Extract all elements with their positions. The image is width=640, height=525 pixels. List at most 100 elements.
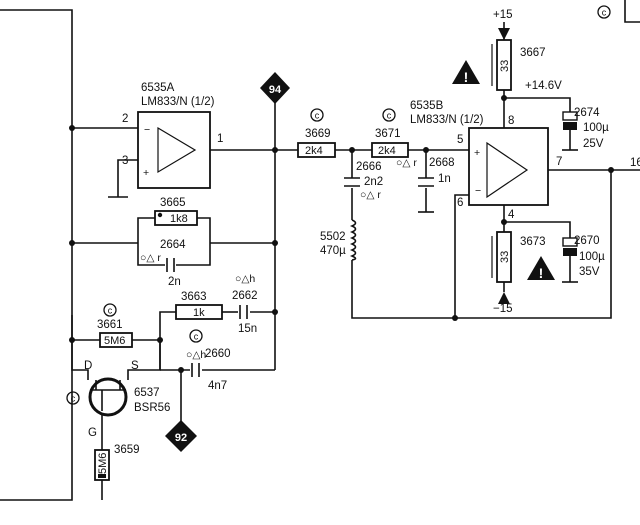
c2666-ref: 2666	[356, 161, 382, 173]
resistor-3661: 5M6 3661	[97, 319, 133, 348]
supply-pos-label: +15	[493, 9, 513, 21]
r3665-ref: 3665	[160, 197, 186, 209]
edge-component-fragment	[624, 0, 640, 23]
circled-c-icon: c	[382, 108, 396, 122]
opamp-b-plus-sign: +	[474, 147, 480, 159]
resistor-3663: 1k 3663	[175, 291, 223, 320]
r3663-ref: 3663	[181, 291, 207, 303]
c2674-ref: 2674	[574, 107, 600, 119]
fet-source-label: S	[131, 360, 139, 372]
svg-text:c: c	[387, 111, 392, 121]
c2660-value: 4n7	[208, 380, 227, 392]
opamp-a-minus-sign: −	[144, 124, 150, 136]
supply-neg-label: −15	[493, 303, 513, 315]
c2662-value: 15n	[238, 323, 257, 335]
capacitor-2666: 2666 2n2 ○△ r	[344, 161, 383, 201]
node-94-label: 94	[269, 84, 282, 96]
opamp-a-pin-2: 2	[122, 113, 128, 125]
capacitor-2662: ○△h 2662 15n	[232, 273, 258, 335]
warning-mark-top: !	[464, 69, 469, 85]
opamp-b-pin-4: 4	[508, 209, 515, 221]
junctions	[69, 95, 614, 373]
jfet-6537: D S G 6537 BSR56	[84, 360, 170, 439]
c2668-ref: 2668	[429, 157, 455, 169]
resistor-3673: 33 3673	[491, 231, 546, 283]
r3661-ref: 3661	[97, 319, 123, 331]
r3667-ref: 3667	[520, 47, 546, 59]
c2670-value: 100µ	[579, 251, 605, 263]
c2670-voltage: 35V	[579, 266, 600, 278]
warning-mark-bottom: !	[539, 265, 544, 281]
c2660-mark: ○△h	[186, 349, 206, 361]
fet-ref: 6537	[134, 387, 160, 399]
opamp-b-pin-8: 8	[508, 115, 514, 127]
r3659-value: 5M6	[97, 453, 109, 474]
c2664-value: 2n	[168, 276, 181, 288]
c2666-mark: ○△ r	[360, 189, 381, 201]
c2662-mark: ○△h	[235, 273, 255, 285]
c2664-ref: 2664	[160, 239, 186, 251]
svg-text:c: c	[71, 394, 76, 404]
r3671-value: 2k4	[378, 145, 396, 157]
r3673-value: 33	[499, 251, 511, 263]
opamp-b-pin-7: 7	[556, 156, 562, 168]
c2662-ref: 2662	[232, 290, 258, 302]
c2660-ref: 2660	[205, 348, 231, 360]
capacitor-2670: 2670 100µ 35V	[562, 235, 605, 278]
resistor-3659: 5M6 3659	[94, 444, 140, 481]
fet-drain-label: D	[84, 360, 92, 372]
opamp-6535b: + − 6535B LM833/N (1/2) 5 6 7 8 4	[410, 100, 562, 221]
c2666-value: 2n2	[364, 176, 383, 188]
opamp-6535a: − + 6535A LM833/N (1/2) 2 3 1	[122, 82, 223, 189]
node-94-marker: 94	[260, 72, 290, 104]
r3665-value: 1k8	[170, 213, 188, 225]
r3669-ref: 3669	[305, 128, 331, 140]
svg-text:c: c	[315, 111, 320, 121]
warning-icon-top: !	[452, 60, 480, 85]
output-net-label: 16	[630, 157, 640, 169]
r3659-ref: 3659	[114, 444, 140, 456]
c2668-mark: ○△ r	[396, 157, 417, 169]
c2664-mark: ○△ r	[140, 252, 161, 264]
node-92-label: 92	[175, 432, 187, 444]
opamp-b-pin-6: 6	[457, 197, 463, 209]
resistor-3669: 2k4 3669	[297, 128, 336, 158]
capacitor-2660: ○△h 2660 4n7	[186, 348, 231, 392]
inductor-5502: 5502 470µ	[320, 219, 357, 261]
r3671-ref: 3671	[375, 128, 401, 140]
supply-positive: +15 +14.6V	[493, 9, 562, 92]
r3663-value: 1k	[193, 307, 205, 319]
c2674-value: 100µ	[583, 122, 609, 134]
l5502-ref: 5502	[320, 231, 346, 243]
circled-c-marks: c c c c c c	[66, 5, 611, 405]
node-92-marker: 92	[165, 420, 197, 452]
opamp-b-part: LM833/N (1/2)	[410, 114, 484, 126]
opamp-a-pin-3: 3	[122, 155, 128, 167]
opamp-b-minus-sign: −	[475, 185, 481, 197]
fet-part: BSR56	[134, 402, 170, 414]
r3673-ref: 3673	[520, 236, 546, 248]
capacitor-2668: ○△ r 2668 1n	[396, 157, 455, 187]
svg-text:c: c	[194, 332, 199, 342]
opamp-b-pin-5: 5	[457, 134, 463, 146]
warning-icon-bottom: !	[527, 256, 555, 281]
r3669-value: 2k4	[305, 145, 323, 157]
r3661-value: 5M6	[104, 335, 125, 347]
c2674-voltage: 25V	[583, 138, 604, 150]
opamp-b-ref: 6535B	[410, 100, 444, 112]
capacitor-2674: 2674 100µ 25V	[562, 107, 609, 150]
resistor-3671: 2k4 3671	[371, 128, 409, 158]
circled-c-icon: c	[597, 5, 611, 19]
l5502-value: 470µ	[320, 245, 346, 257]
circled-c-icon: c	[66, 391, 80, 405]
wiring	[0, 9, 640, 501]
r3667-value: 33	[499, 60, 511, 72]
circled-c-icon: c	[189, 329, 203, 343]
circled-c-icon: c	[310, 108, 324, 122]
opamp-a-plus-sign: +	[143, 167, 149, 179]
svg-text:c: c	[108, 306, 113, 316]
c2668-value: 1n	[438, 173, 451, 185]
c2670-ref: 2670	[574, 235, 600, 247]
capacitor-2664: 2664 ○△ r 2n	[140, 239, 186, 288]
